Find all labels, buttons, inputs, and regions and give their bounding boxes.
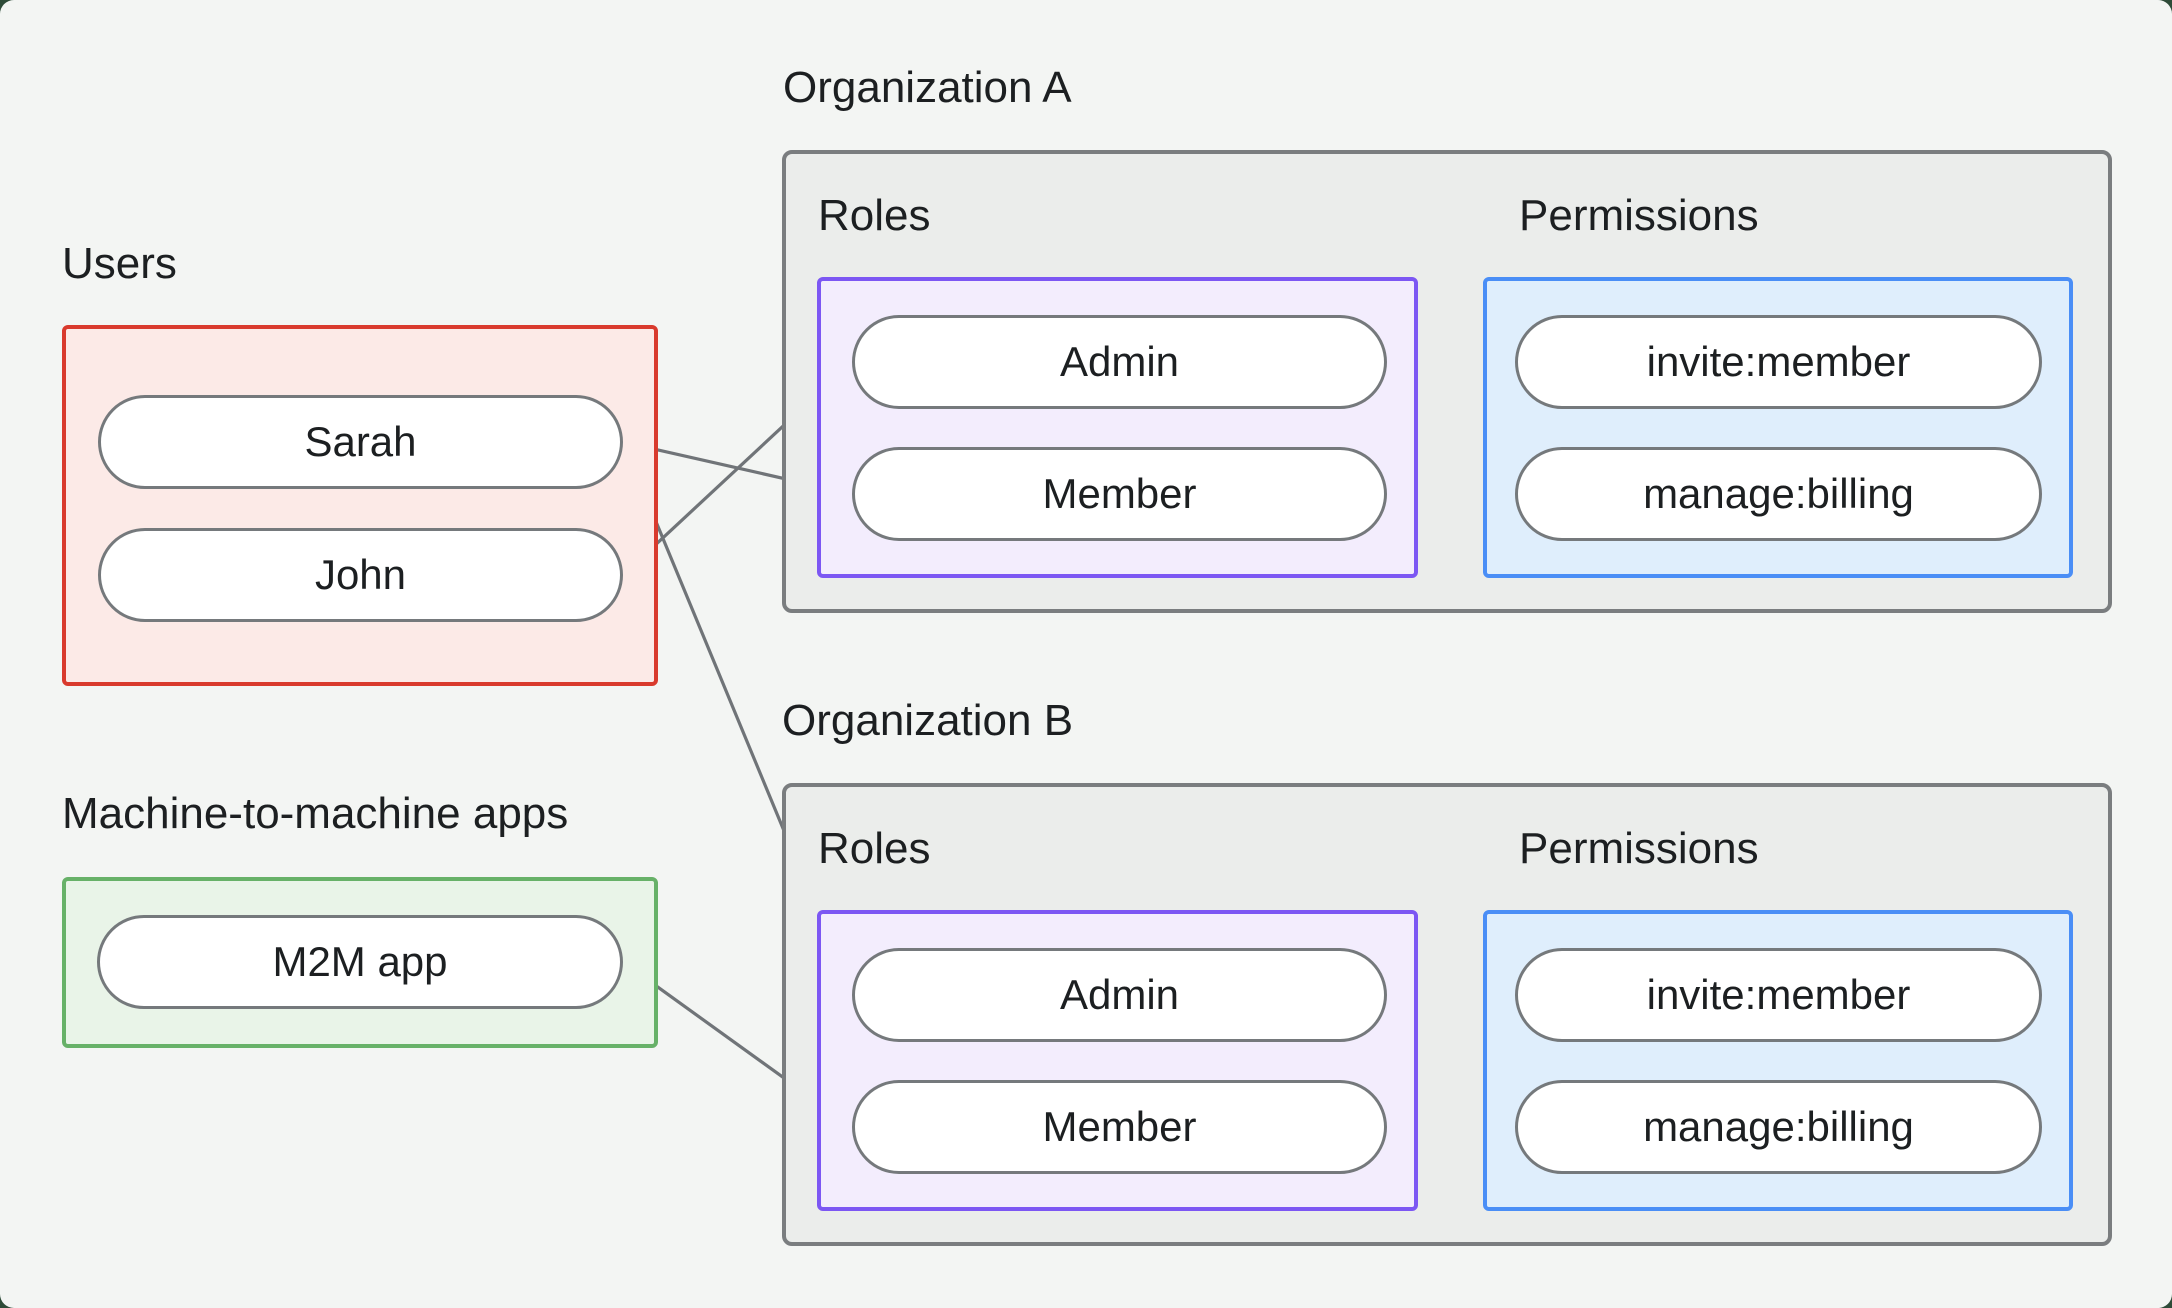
org-a-label: Organization A xyxy=(783,63,1072,112)
org-a-permission-invite-member: invite:member xyxy=(1515,315,2042,409)
org-a-permission-manage-billing: manage:billing xyxy=(1515,447,2042,541)
org-b-role-admin: Admin xyxy=(852,948,1387,1042)
org-a-role-admin: Admin xyxy=(852,315,1387,409)
users-box xyxy=(62,325,658,686)
org-b-label: Organization B xyxy=(782,696,1074,745)
org-b-role-member: Member xyxy=(852,1080,1387,1174)
user-node-john: John xyxy=(98,528,623,622)
org-a-roles-label: Roles xyxy=(818,191,931,240)
org-a-permissions-label: Permissions xyxy=(1519,191,1759,240)
org-b-permission-manage-billing: manage:billing xyxy=(1515,1080,2042,1174)
org-a-role-member: Member xyxy=(852,447,1387,541)
org-b-roles-label: Roles xyxy=(818,824,931,873)
m2m-group-label: Machine-to-machine apps xyxy=(62,789,569,838)
org-b-permissions-label: Permissions xyxy=(1519,824,1759,873)
m2m-node-app: M2M app xyxy=(97,915,623,1009)
org-b-permission-invite-member: invite:member xyxy=(1515,948,2042,1042)
users-group-label: Users xyxy=(62,239,177,288)
user-node-sarah: Sarah xyxy=(98,395,623,489)
